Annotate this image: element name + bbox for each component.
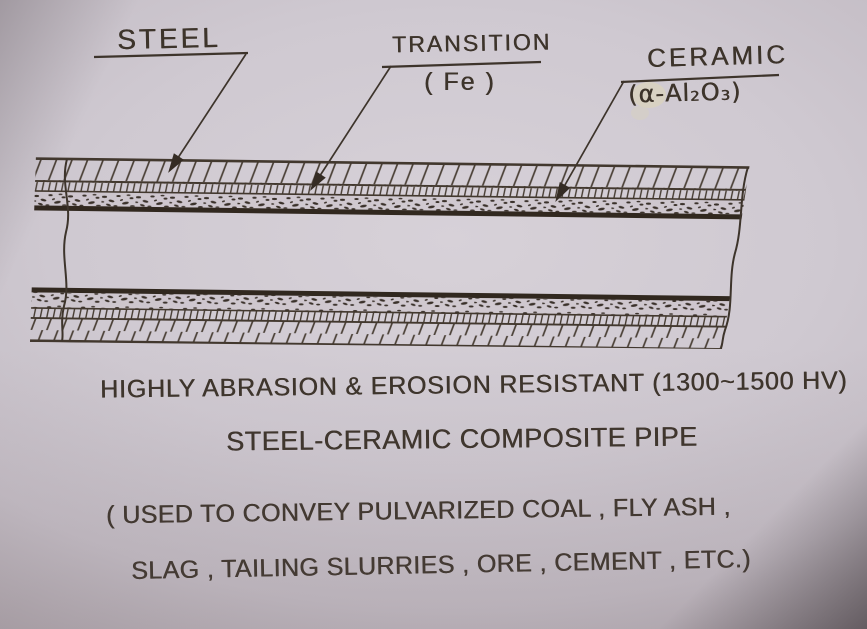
- whiteout-blob-small: [631, 106, 649, 120]
- transition-leader-arrow: [310, 65, 392, 191]
- break-line-left: [61, 158, 70, 342]
- steel-label: STEEL: [116, 21, 222, 56]
- ceramic-formula-label: (α-Al₂O₃): [627, 77, 742, 109]
- ceramic-label: CERAMIC: [646, 39, 789, 73]
- break-line-right: [720, 166, 749, 349]
- steel-underline: [93, 51, 249, 59]
- transition-formula-label: ( Fe ): [424, 68, 496, 96]
- steel-leader-arrow: [168, 53, 247, 173]
- ceramic-layer-top: [30, 191, 750, 215]
- pipe-drawing: [30, 157, 750, 349]
- transition-layer-bottom: [30, 308, 750, 327]
- whiteout-blob: [632, 82, 666, 108]
- bore-edge-bottom: [30, 287, 750, 302]
- transition-layer-top: [30, 181, 750, 200]
- transition-underline: [381, 60, 542, 69]
- ceramic-underline: [620, 73, 780, 84]
- ceramic-layer-bottom: [30, 292, 750, 317]
- caption-line-2: STEEL-CERAMIC COMPOSITE PIPE: [225, 421, 698, 457]
- bore-edge-top: [30, 205, 750, 220]
- ceramic-leader-arrow: [555, 80, 625, 202]
- transition-label: TRANSITION: [391, 28, 552, 58]
